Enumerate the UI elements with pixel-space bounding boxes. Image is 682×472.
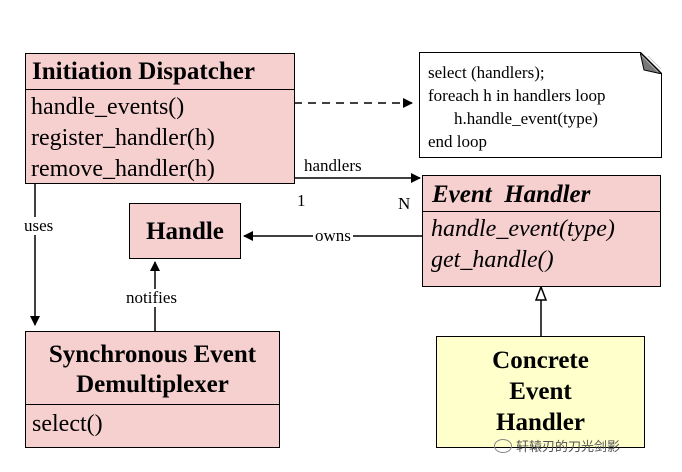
handle-class: Handle <box>129 203 241 259</box>
label-multiplicity-n: N <box>398 194 411 213</box>
label-multiplicity-one: 1 <box>297 191 306 210</box>
note-line-2: foreach h in handlers loop <box>428 86 606 105</box>
method-remove-handler: remove_handler(h) <box>31 156 215 182</box>
label-owns: owns <box>313 226 353 245</box>
initiation-dispatcher-methods: handle_events() register_handler(h) remo… <box>26 89 294 185</box>
sync-demux-title-line-2: Demultiplexer <box>76 371 229 398</box>
initiation-dispatcher-title: Initiation Dispatcher <box>32 58 255 85</box>
sync-demux-class: Synchronous Event Demultiplexer select() <box>25 331 280 448</box>
concrete-title-line-3: Handler <box>496 409 585 436</box>
event-handler-class: Event Handler handle_event(type) get_han… <box>422 175 661 287</box>
event-handler-title: Event Handler <box>432 181 591 208</box>
concrete-title-line-2: Event <box>509 378 572 405</box>
inheritance-triangle <box>534 284 548 301</box>
handle-title: Handle <box>146 217 224 245</box>
concrete-event-handler-class: Concrete Event Handler <box>436 336 645 448</box>
method-handle-event: handle_event(type) <box>431 216 615 242</box>
label-handlers: handlers <box>304 156 362 175</box>
watermark: 轩辕刃的刀光剑影 <box>494 436 620 455</box>
method-get-handle: get_handle() <box>431 247 554 273</box>
watermark-text: 轩辕刃的刀光剑影 <box>516 440 621 455</box>
method-handle-events: handle_events() <box>31 94 185 120</box>
sync-demux-methods: select() <box>26 404 279 440</box>
initiation-dispatcher-class: Initiation Dispatcher handle_events() re… <box>25 53 295 184</box>
note-folded-corner-icon <box>640 52 662 74</box>
pseudocode-note: select (handlers); foreach h in handlers… <box>419 52 662 158</box>
concrete-title-line-1: Concrete <box>492 347 589 374</box>
sync-demux-title: Synchronous Event Demultiplexer <box>26 332 279 404</box>
method-register-handler: register_handler(h) <box>31 125 215 151</box>
event-handler-methods: handle_event(type) get_handle() <box>423 211 660 276</box>
note-line-3: h.handle_event(type) <box>454 109 598 128</box>
note-line-4: end loop <box>428 132 488 151</box>
label-uses: uses <box>22 216 56 235</box>
method-select: select() <box>32 411 103 437</box>
note-line-1: select (handlers); <box>428 63 545 82</box>
sync-demux-title-line-1: Synchronous Event <box>48 341 257 368</box>
label-notifies: notifies <box>124 288 179 307</box>
wechat-icon <box>494 439 512 453</box>
